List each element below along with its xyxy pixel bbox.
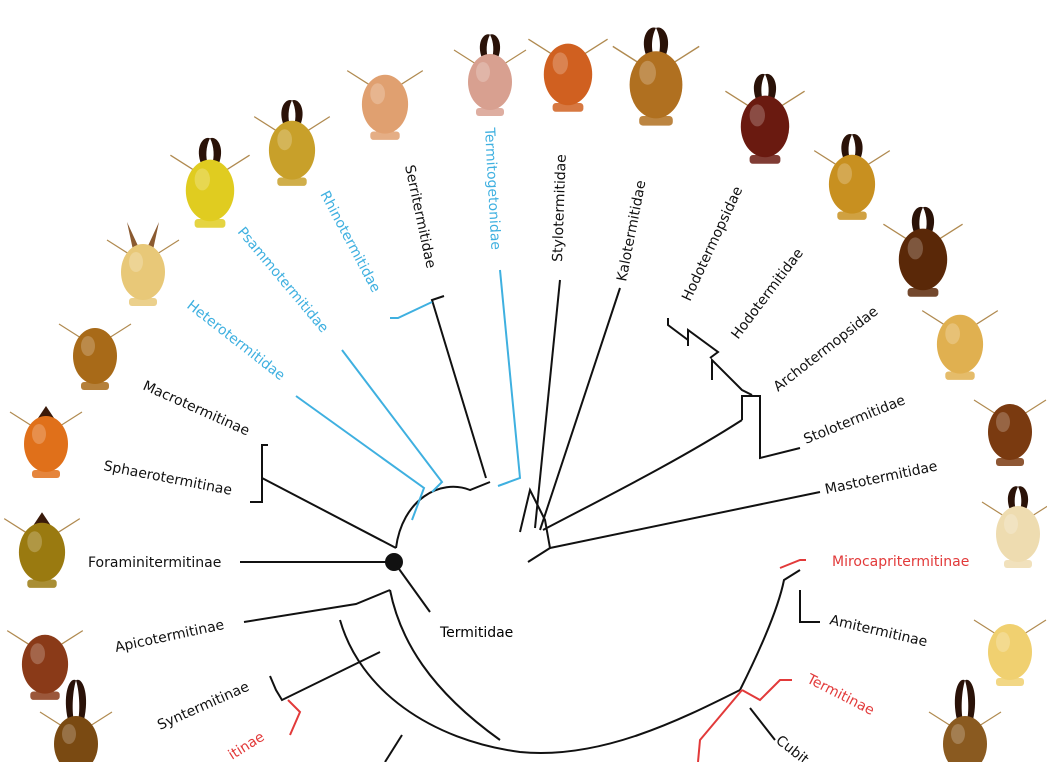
specimen-photo — [922, 311, 998, 380]
branch — [342, 350, 442, 492]
branch — [296, 396, 424, 520]
taxon-label-nasutitermitinae: itinae — [226, 729, 268, 762]
branch — [270, 652, 380, 700]
taxon-label-archotermopsidae: Archotermopsidae — [771, 304, 882, 395]
specimen-photo — [929, 680, 1001, 762]
taxon-label-foraminitermitinae: Foraminitermitinae — [88, 555, 221, 571]
taxon-label-serritermitidae: Serritermitidae — [401, 164, 439, 270]
specimen-photo — [982, 486, 1047, 568]
branch — [390, 302, 432, 318]
root-node — [385, 553, 403, 571]
tree-branches — [240, 270, 820, 762]
branch — [800, 590, 820, 622]
specimen-photo — [10, 406, 82, 478]
specimen-photo — [170, 138, 249, 228]
taxon-label-sphaerotermitinae: Sphaerotermitinae — [102, 458, 233, 499]
branch — [668, 318, 688, 340]
branch — [740, 570, 800, 690]
specimen-photo — [974, 400, 1046, 466]
taxon-label-cubitermitinae: Cubit — [773, 733, 812, 762]
specimen-photo — [528, 39, 607, 112]
taxon-label-hodotermitidae: Hodotermitidae — [728, 246, 806, 343]
branch — [712, 360, 752, 395]
branch — [262, 445, 268, 478]
branch — [742, 396, 800, 458]
taxon-label-amitermitinae: Amitermitinae — [828, 612, 929, 650]
specimen-photo — [725, 74, 804, 164]
taxon-label-macrotermitinae: Macrotermitinae — [140, 378, 252, 439]
branch — [390, 590, 500, 740]
root-label: Termitidae — [439, 625, 513, 641]
branch — [244, 590, 390, 622]
branch — [340, 620, 740, 753]
taxon-label-termitogetonidae: Termitogetonidae — [481, 126, 503, 250]
branch — [780, 560, 806, 568]
branch — [742, 680, 792, 700]
branch — [432, 296, 486, 478]
specimen-photo — [347, 71, 423, 140]
taxon-label-psammotermitidae: Psammotermitidae — [234, 224, 331, 336]
taxon-label-heterotermitidae: Heterotermitidae — [184, 298, 288, 384]
taxon-label-termitinae: Termitinae — [803, 671, 876, 719]
specimen-photo — [613, 27, 699, 125]
taxon-label-apicotermitinae: Apicotermitinae — [114, 617, 226, 656]
taxon-label-mastotermitidae: Mastotermitidae — [824, 458, 939, 497]
branch — [498, 270, 520, 486]
specimen-photo — [254, 100, 330, 186]
specimen-photo — [4, 512, 80, 588]
taxon-label-rhinotermitidae: Rhinotermitidae — [316, 188, 383, 295]
taxon-label-kalotermitidae: Kalotermitidae — [614, 179, 649, 283]
branch — [250, 478, 262, 502]
taxon-label-syntermitinae: Syntermitinae — [155, 679, 252, 734]
branch — [688, 330, 718, 358]
taxon-label-stolotermitidae: Stolotermitidae — [802, 392, 908, 447]
branch — [262, 478, 396, 548]
specimen-photo — [814, 134, 890, 220]
branch — [394, 562, 430, 612]
branch — [396, 482, 490, 548]
specimen-photo — [107, 222, 179, 306]
branch — [535, 280, 560, 528]
taxon-label-hodotermopsidae: Hodotermopsidae — [679, 184, 746, 304]
taxon-label-mirocapritermitinae: Mirocapritermitinae — [832, 554, 969, 570]
taxon-label-stylotermitidae: Stylotermitidae — [550, 154, 570, 262]
branch — [385, 735, 402, 762]
specimen-photo — [974, 620, 1046, 686]
branch — [550, 492, 820, 548]
branch — [750, 708, 775, 740]
specimen-photo — [883, 207, 962, 297]
branch — [288, 700, 300, 735]
specimen-photo — [59, 324, 131, 390]
specimen-photo — [454, 34, 526, 116]
branch — [540, 288, 620, 530]
